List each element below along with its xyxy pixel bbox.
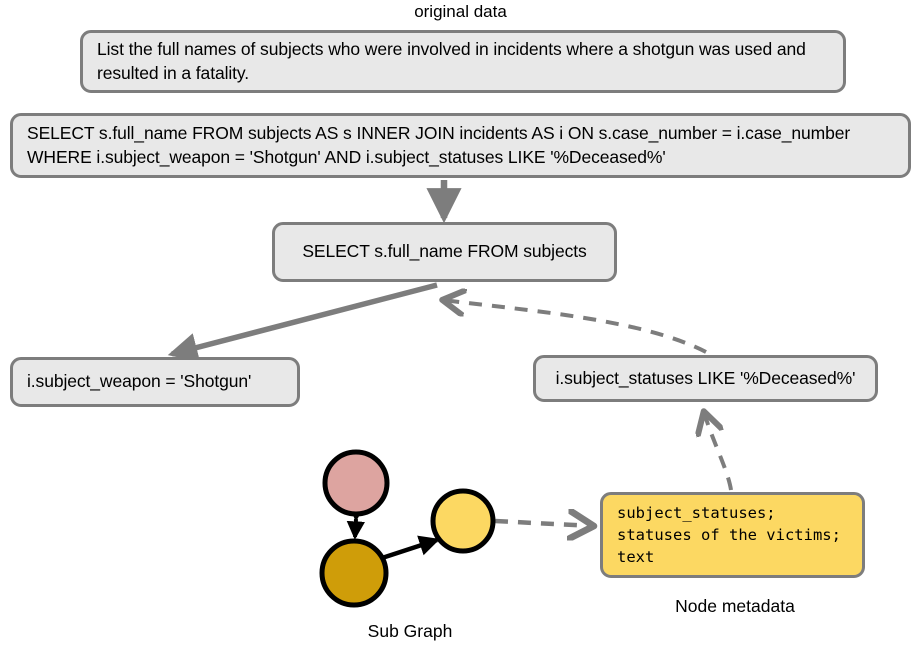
sql-query-text: SELECT s.full_name FROM subjects AS s IN…	[27, 123, 851, 167]
subgraph-nodes	[319, 449, 496, 608]
arrow-right-to-select	[443, 300, 707, 354]
select-clause-box[interactable]: SELECT s.full_name FROM subjects	[272, 222, 617, 282]
node-pink[interactable]	[322, 449, 390, 517]
subgraph-edge-pink-darkyellow	[346, 502, 367, 540]
node-metadata-box[interactable]: subject_statuses; statuses of the victim…	[600, 492, 865, 578]
diagram-title: original data	[414, 2, 507, 21]
sql-query-box[interactable]: SELECT s.full_name FROM subjects AS s IN…	[10, 113, 911, 178]
condition-left-text: i.subject_weapon = 'Shotgun'	[27, 371, 252, 392]
arrow-select-to-left	[167, 282, 438, 362]
node-light-yellow[interactable]	[430, 488, 496, 554]
subgraph-edge-node-to-metadata	[494, 521, 593, 526]
node-metadata-caption: Node metadata	[675, 596, 795, 616]
subgraph-edge-darkyellow-lightyellow	[362, 535, 440, 574]
node-dark-yellow[interactable]	[319, 538, 389, 608]
condition-left-box[interactable]: i.subject_weapon = 'Shotgun'	[10, 357, 300, 407]
question-box[interactable]: List the full names of subjects who were…	[80, 30, 846, 93]
sub-graph-caption: Sub Graph	[367, 621, 453, 641]
condition-right-text: i.subject_statuses LIKE '%Deceased%'	[555, 367, 856, 388]
node-metadata-text: subject_statuses; statuses of the victim…	[617, 504, 841, 566]
select-clause-text: SELECT s.full_name FROM subjects	[302, 241, 587, 262]
condition-right-box[interactable]: i.subject_statuses LIKE '%Deceased%'	[533, 355, 878, 402]
question-text: List the full names of subjects who were…	[97, 39, 806, 83]
arrow-metadata-to-right	[704, 412, 733, 491]
